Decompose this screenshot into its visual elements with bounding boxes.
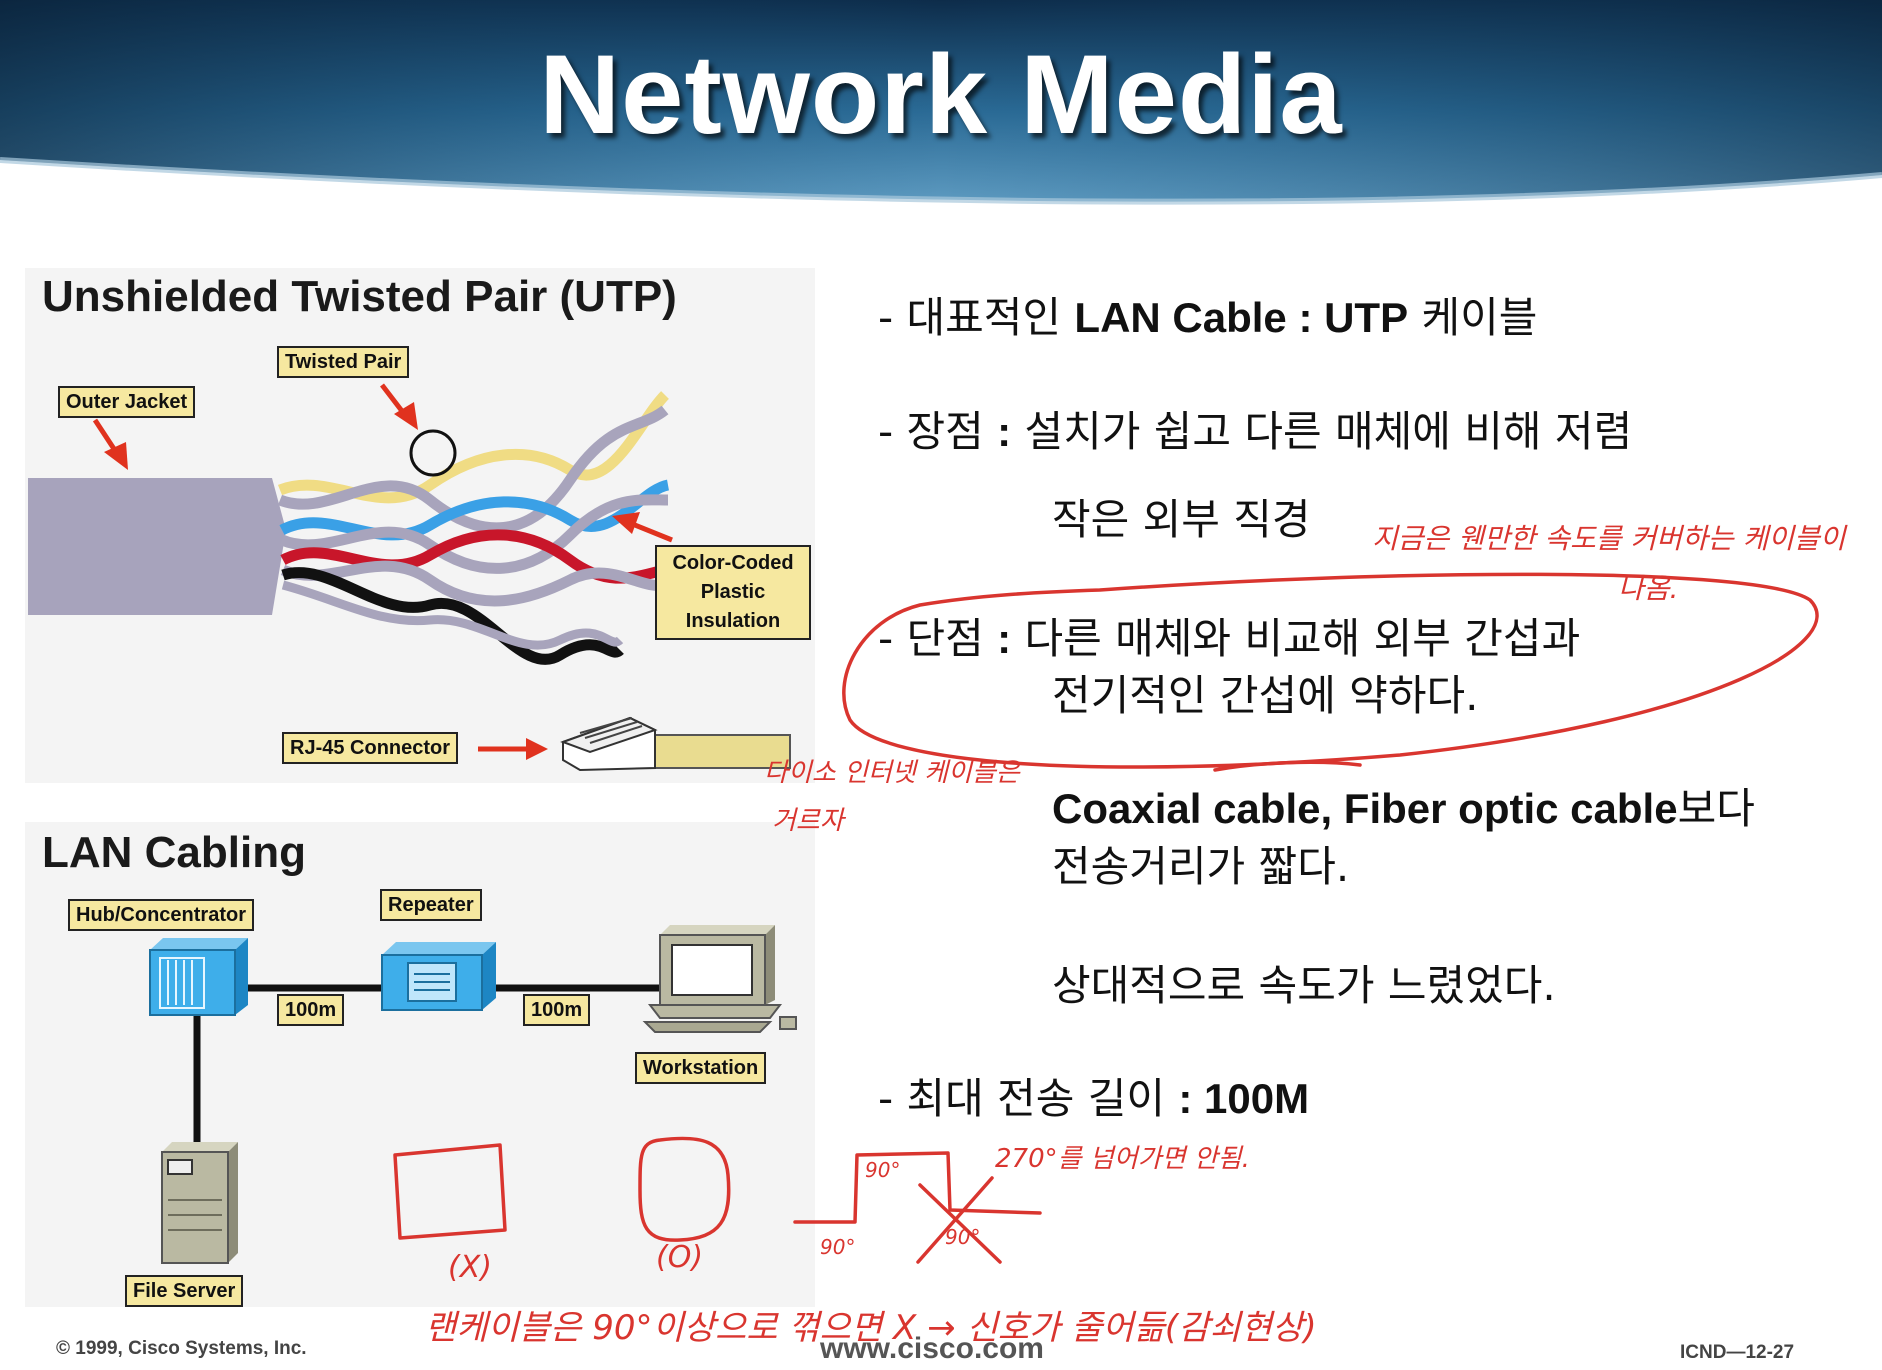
angle-90-bottom: 90°	[820, 1235, 856, 1259]
repeater-label: Repeater	[380, 889, 482, 921]
outer-jacket-label: Outer Jacket	[58, 386, 196, 418]
cross-stroke-a	[918, 1183, 1002, 1264]
insulation-label-line2: Plastic	[700, 581, 766, 603]
insulation-label: Color-Coded Plastic Insulation	[655, 545, 811, 640]
bullet3-colon: :	[997, 615, 1012, 662]
angle-90-crossed: 90°	[945, 1225, 981, 1249]
twisted-pair-label: Twisted Pair	[277, 346, 410, 378]
bullet2-prefix: - 장점	[878, 407, 998, 456]
bullet-disadvantages-cont: 전기적인 간섭에 약하다.	[1052, 671, 1479, 720]
bullet-max-length: - 최대 전송 길이 : 100M	[878, 1074, 1310, 1123]
header-banner	[0, 0, 1882, 240]
bullet-advantages-cont: 작은 외부 직경	[1052, 495, 1311, 544]
bullet-coax-compare: Coaxial cable, Fiber optic cable보다	[1052, 784, 1755, 833]
bullet3-text: 다른 매체와 비교해 외부 간섭과	[1011, 614, 1581, 663]
cross-stroke-b	[916, 1176, 994, 1264]
note-modern-cables-line2: 나옴.	[1618, 572, 1679, 605]
insulation-label-line3: Insulation	[685, 610, 781, 632]
note-daiso-line1: 다이소 인터넷 케이블은	[764, 758, 1020, 788]
bullet4-prefix: - 최대 전송 길이	[878, 1074, 1179, 1123]
distance-label-2: 100m	[523, 994, 591, 1026]
note-daiso-line2: 거르자	[772, 806, 844, 836]
coax-fiber-bold: Coaxial cable, Fiber optic cable	[1052, 785, 1678, 832]
hub-label: Hub/Concentrator	[68, 899, 254, 931]
insulation-label-line1: Color-Coded	[672, 552, 794, 574]
note-modern-cables-line1: 지금은 웬만한 속도를 커버하는 케이블이	[1372, 522, 1846, 555]
utp-heading: Unshielded Twisted Pair (UTP)	[42, 272, 677, 321]
copyright: © 1999, Cisco Systems, Inc.	[56, 1338, 307, 1359]
bullet1-bold: LAN Cable : UTP	[1074, 294, 1409, 341]
note-bend-warning: 랜케이블은 90°이상으로 꺾으면 X → 신호가 줄어듦(감쇠현상)	[425, 1308, 1317, 1348]
bullet4-bold: : 100M	[1178, 1075, 1310, 1122]
rj45-label: RJ-45 Connector	[282, 732, 459, 764]
note-270-degrees: 270°를 넘어가면 안됨.	[995, 1144, 1250, 1174]
lan-heading: LAN Cabling	[42, 828, 306, 877]
page-number: ICND—12-27	[1680, 1342, 1795, 1363]
bullet1-prefix: - 대표적인	[878, 293, 1075, 342]
utp-figure-background	[25, 268, 815, 783]
bullet1-suffix: 케이블	[1408, 293, 1538, 342]
bullet2-colon: :	[997, 408, 1012, 455]
bullet-advantages: - 장점 : 설치가 쉽고 다른 매체에 비해 저렴	[878, 407, 1633, 456]
coax-compare-suffix: 보다	[1677, 784, 1755, 833]
underline-mark	[1213, 760, 1362, 772]
workstation-label: Workstation	[635, 1052, 767, 1084]
bullet3-prefix: - 단점	[878, 614, 998, 663]
bullet-representative-cable: - 대표적인 LAN Cable : UTP 케이블	[878, 293, 1538, 342]
bullet-disadvantages: - 단점 : 다른 매체와 비교해 외부 간섭과	[878, 614, 1581, 663]
page-title: Network Media	[539, 32, 1343, 157]
mark-o: (O)	[656, 1240, 704, 1275]
bullet-short-distance: 전송거리가 짧다.	[1052, 842, 1350, 891]
distance-label-1: 100m	[277, 994, 345, 1026]
file-server-label: File Server	[125, 1275, 244, 1307]
bullet-slow-speed: 상대적으로 속도가 느렸었다.	[1052, 961, 1556, 1010]
mark-x: (X)	[448, 1250, 492, 1285]
footer-url: www.cisco.com	[820, 1332, 1044, 1365]
angle-90-top: 90°	[865, 1158, 901, 1182]
bullet2-text: 설치가 쉽고 다른 매체에 비해 저렴	[1011, 407, 1633, 456]
